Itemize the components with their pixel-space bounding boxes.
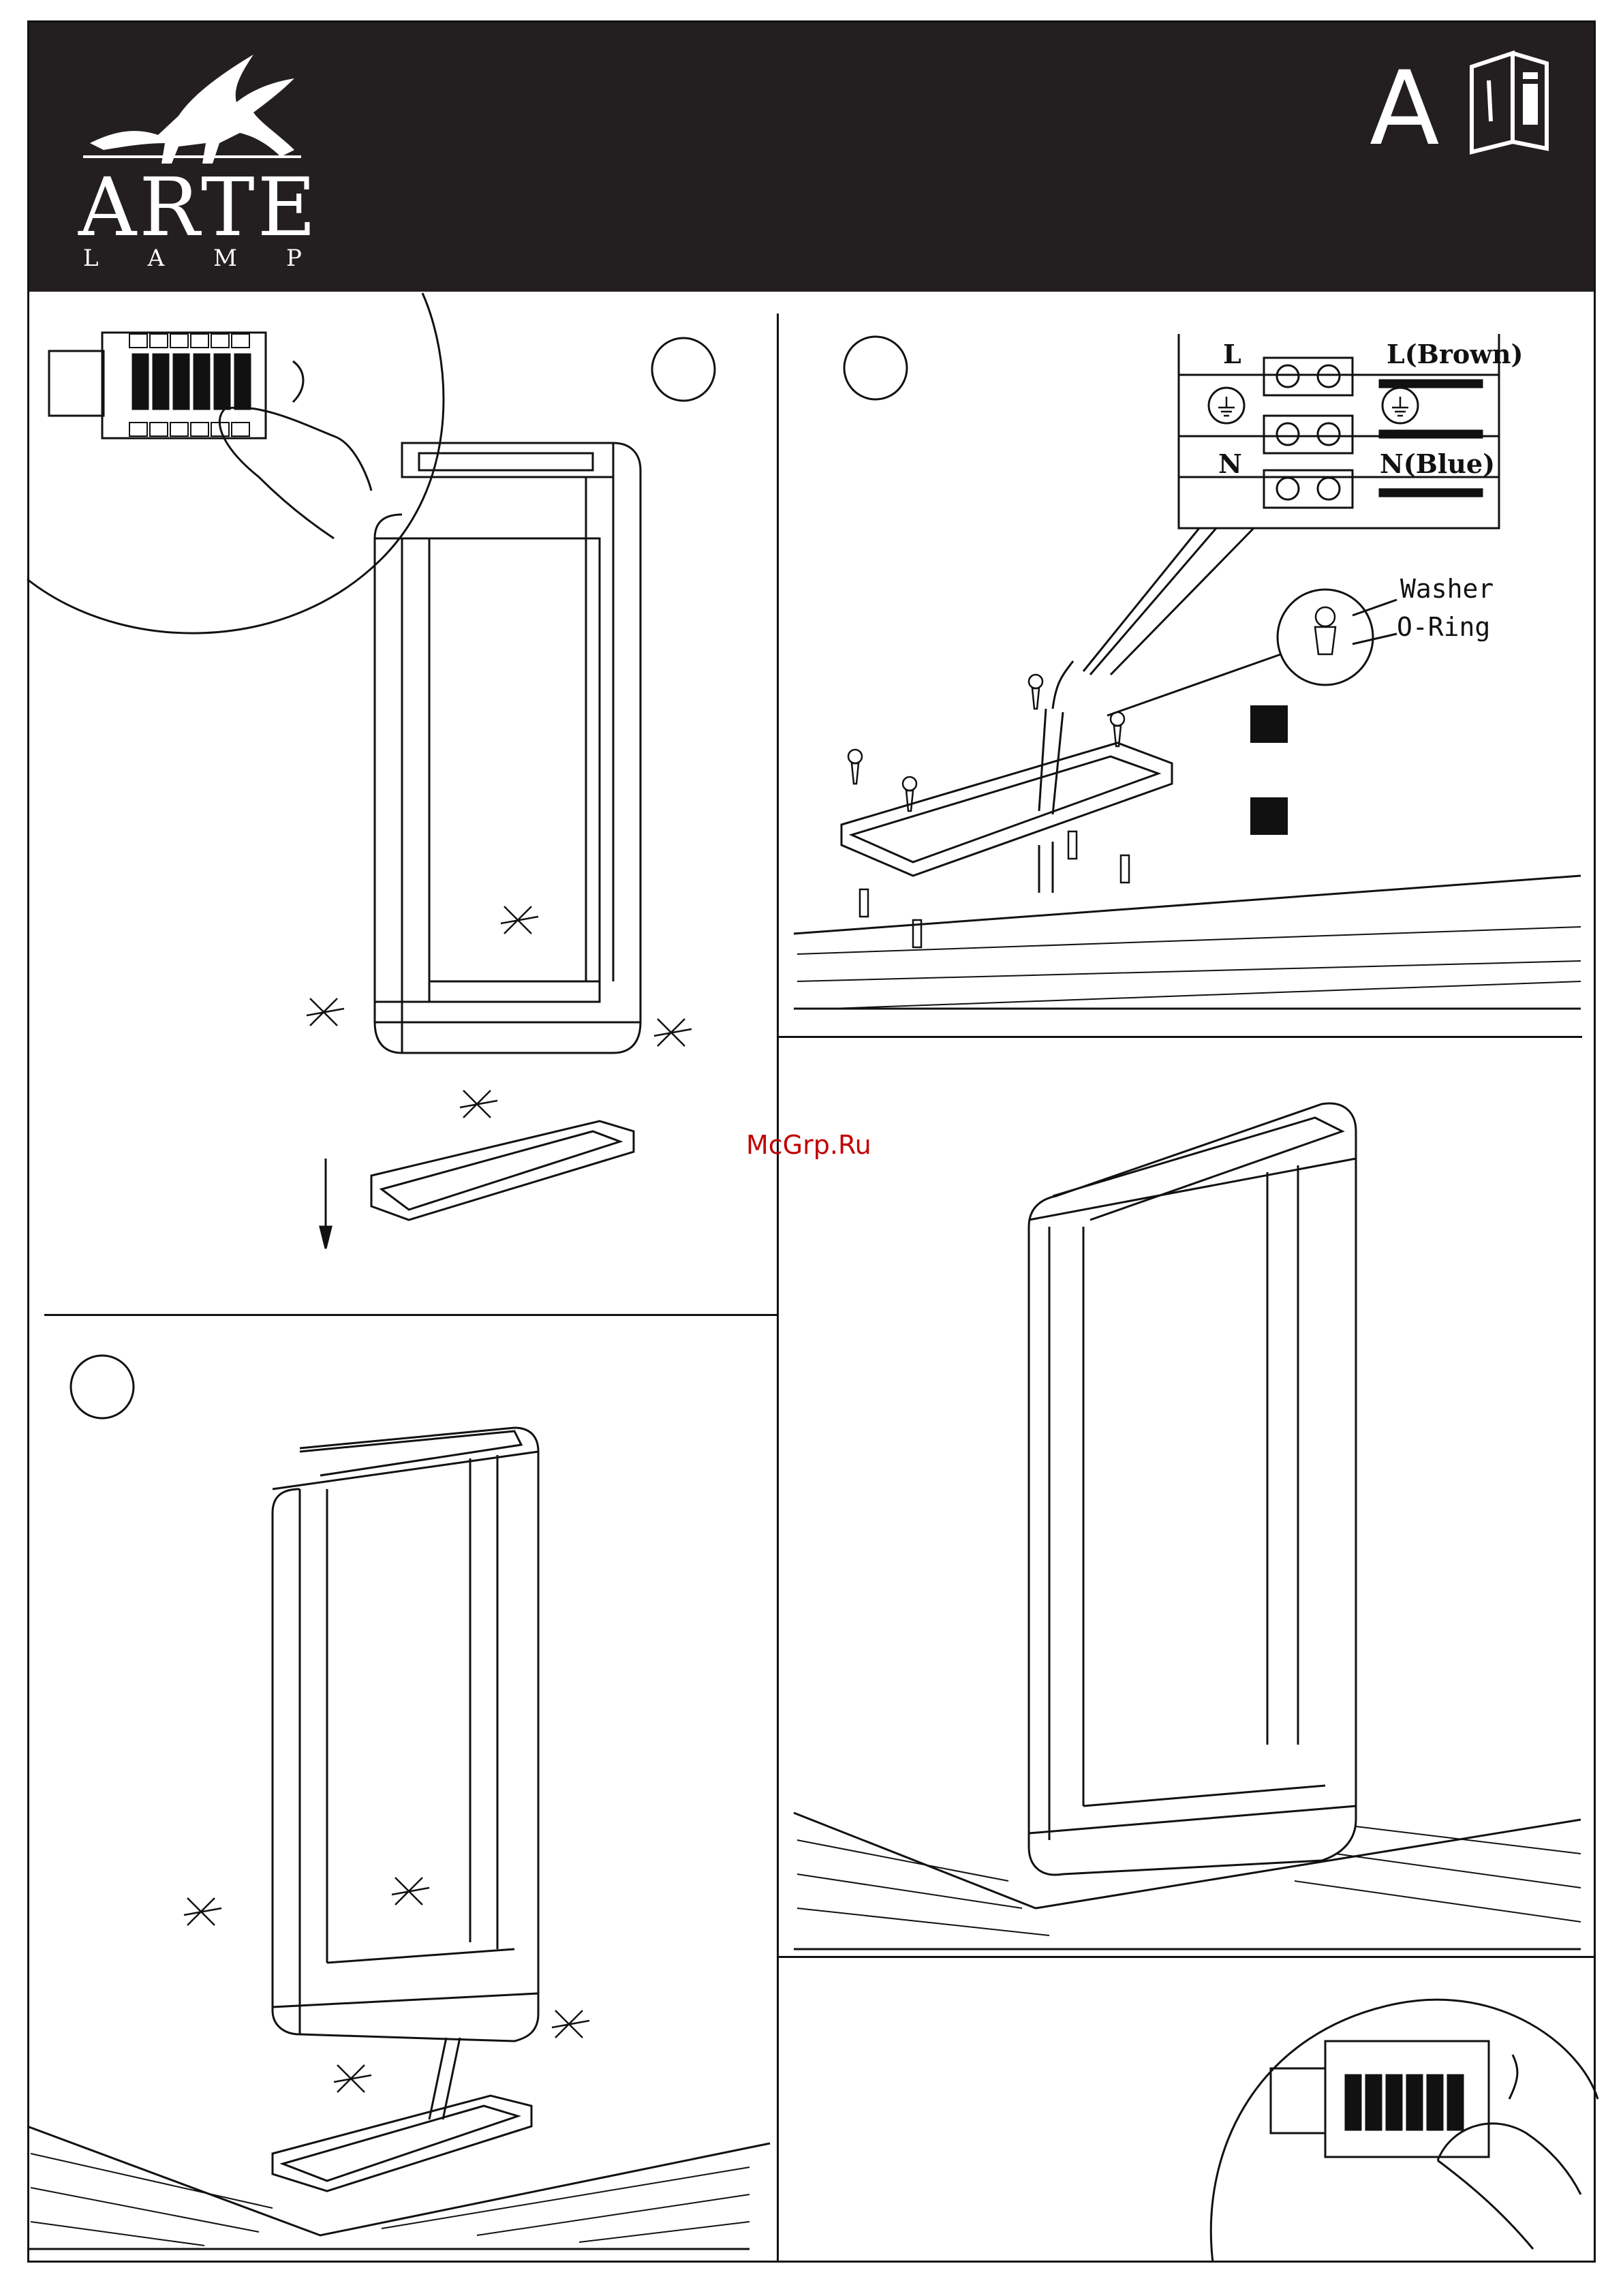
terminal-label-l-brown: L(Brown) [1387, 339, 1524, 369]
terminal-label-l: L [1223, 339, 1241, 369]
washer-label: Washer [1400, 574, 1494, 604]
oring-label: O-Ring [1397, 612, 1490, 642]
watermark-text: McGrp.Ru [746, 1130, 871, 1160]
terminal-label-n: N [1218, 448, 1242, 479]
terminal-label-n-blue: N(Blue) [1380, 448, 1495, 479]
